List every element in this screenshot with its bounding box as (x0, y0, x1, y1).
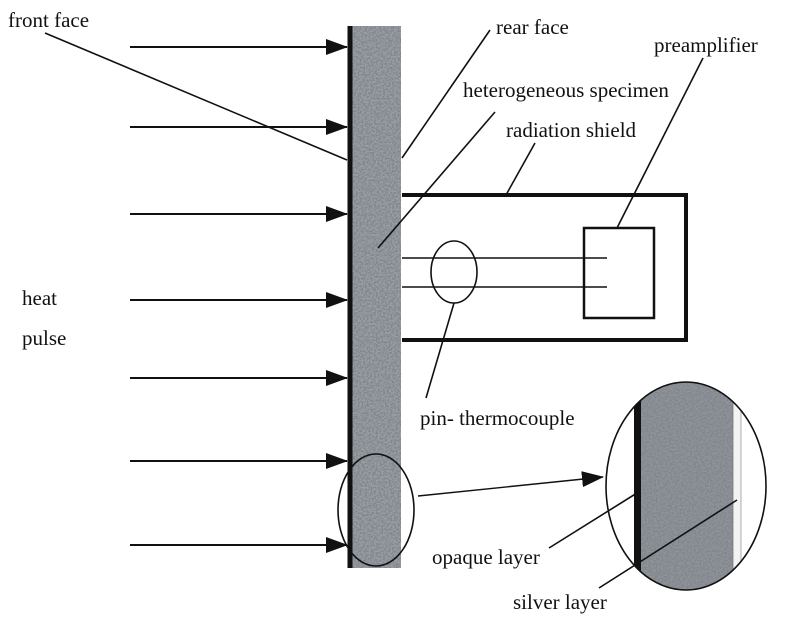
zoom-connector-arrow (417, 471, 604, 497)
rear-face-leader (401, 29, 491, 159)
pulse-label: pulse (22, 326, 66, 350)
heat-label: heat (22, 286, 57, 310)
opaque-layer-zoom (634, 382, 641, 590)
pin-thermocouple-leader (425, 302, 455, 399)
radiation-shield-leader (505, 142, 536, 196)
front-face-label: front face (8, 8, 89, 32)
preamplifier-label: preamplifier (654, 33, 758, 57)
pin-thermocouple-label: pin- thermocouple (420, 406, 575, 430)
heterogeneous-specimen-label: heterogeneous specimen (463, 78, 669, 102)
zoom-ellipse (605, 381, 767, 591)
front-face-leader (44, 32, 348, 161)
heterogeneous-specimen (351, 26, 401, 568)
thermocouple-ellipse (430, 240, 478, 304)
preamplifier-leader (616, 57, 704, 229)
silver-layer-leader (598, 499, 738, 589)
silver-layer-label: silver layer (513, 590, 607, 614)
specimen-leader (377, 111, 496, 249)
zoomed-specimen-view (606, 382, 766, 590)
preamplifier-box (582, 226, 656, 320)
rear-face-label: rear face (496, 15, 569, 39)
radiation-shield (402, 193, 688, 342)
zoom-source-ellipse (337, 453, 415, 567)
silver-layer-zoom (733, 382, 741, 590)
heat-pulse-arrows (130, 39, 348, 553)
opaque-layer-label: opaque layer (432, 545, 540, 569)
radiation-shield-label: radiation shield (506, 118, 637, 142)
opaque-layer-leader (548, 492, 638, 549)
